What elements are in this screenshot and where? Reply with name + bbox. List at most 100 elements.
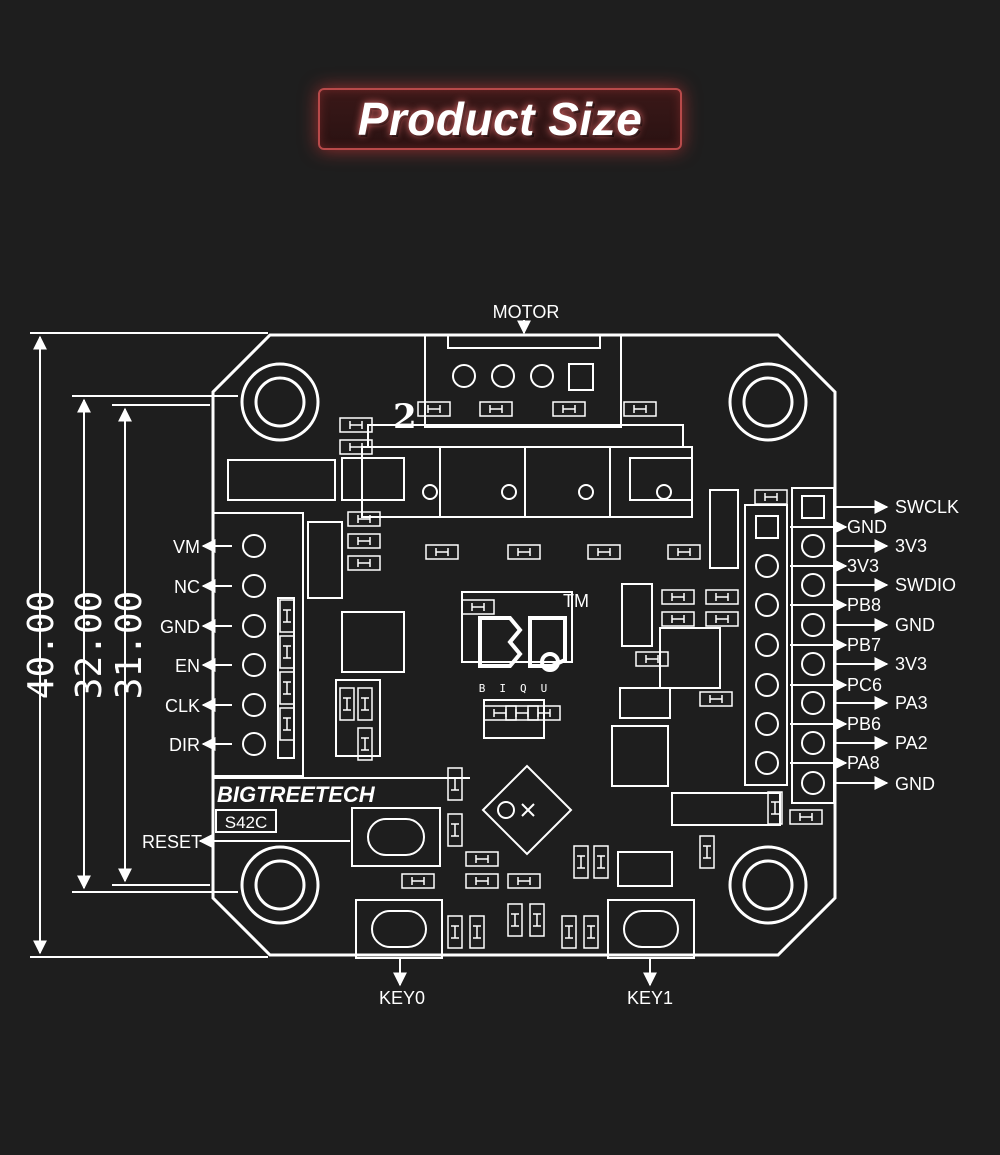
smd-footprint: [465, 851, 499, 867]
smd-footprint: [447, 813, 463, 847]
smd-mark: [283, 645, 291, 659]
mounting-holes: [240, 362, 808, 925]
smd-footprint: [461, 599, 495, 615]
pin-label-pa3: PA3: [895, 693, 928, 713]
smd-mark: [517, 877, 531, 885]
smd-mark: [471, 603, 485, 611]
smd-footprint: [447, 767, 463, 801]
pin-label-3v3-a: 3V3: [895, 536, 927, 556]
smd-footprint: [705, 611, 739, 627]
smd-footprint: [767, 791, 783, 825]
smd-footprint: [447, 915, 463, 949]
smd-footprint: [661, 589, 695, 605]
key0-label: KEY0: [379, 988, 425, 1008]
connector-number: 2: [393, 397, 417, 437]
pin-label-nc: NC: [174, 577, 200, 597]
pin-label-en: EN: [175, 656, 200, 676]
smd-mark: [357, 515, 371, 523]
dim-31: 31.00: [109, 591, 150, 699]
smd-mark: [349, 443, 363, 451]
smd-footprint: [279, 599, 295, 633]
smd-mark: [764, 493, 778, 501]
smd-footprint: [789, 809, 823, 825]
smd-footprint: [705, 589, 739, 605]
brand-text: BIGTREETECH: [217, 782, 376, 807]
pin-label-gnd-c: GND: [847, 517, 887, 537]
smd-footprint: [339, 687, 355, 721]
smd-footprint: [623, 401, 657, 417]
smd-mark: [475, 855, 489, 863]
smd-mark: [357, 559, 371, 567]
smd-mark: [562, 405, 576, 413]
smd-footprint: [527, 705, 561, 721]
smd-mark: [435, 548, 449, 556]
smd-mark: [357, 537, 371, 545]
smd-mark: [671, 615, 685, 623]
smd-mark: [671, 593, 685, 601]
right-arrows: [790, 500, 889, 790]
smd-mark: [473, 925, 481, 939]
smd-footprint: [279, 635, 295, 669]
smd-footprint: [469, 915, 485, 949]
motor-connector: [424, 320, 622, 428]
smd-footprint: [699, 835, 715, 869]
smd-mark: [709, 695, 723, 703]
pin-label-pb6: PB6: [847, 714, 881, 734]
dim-40: 40.00: [21, 591, 62, 699]
smd-footprint: [347, 555, 381, 571]
smd-mark: [283, 717, 291, 731]
smd-components: [279, 401, 823, 949]
smd-mark: [349, 421, 363, 429]
pin-label-pb7: PB7: [847, 635, 881, 655]
smd-footprint: [401, 873, 435, 889]
smd-mark: [283, 681, 291, 695]
smd-mark: [565, 925, 573, 939]
smd-mark: [645, 655, 659, 663]
tm-mark: TM: [563, 591, 589, 611]
left-terminal-block: [201, 512, 343, 777]
smd-mark: [489, 405, 503, 413]
smd-footprint: [661, 611, 695, 627]
smd-footprint: [339, 439, 373, 455]
smd-mark: [799, 813, 813, 821]
logo-sub: BIQU: [479, 682, 562, 695]
pin-label-swclk: SWCLK: [895, 497, 959, 517]
smd-footprint: [425, 544, 459, 560]
left-pin-labels: VM NC GND EN CLK DIR: [160, 537, 200, 755]
smd-footprint: [507, 544, 541, 560]
smd-footprint: [561, 915, 577, 949]
key1-button: [607, 899, 695, 987]
pin-label-pa8: PA8: [847, 753, 880, 773]
smd-mark: [597, 548, 611, 556]
pin-label-gnd: GND: [160, 617, 200, 637]
smd-mark: [597, 855, 605, 869]
smd-mark: [493, 709, 507, 717]
smd-mark: [515, 709, 529, 717]
reset-button: [198, 807, 441, 867]
smd-mark: [771, 801, 779, 815]
page-title: Product Size: [357, 93, 643, 145]
smd-footprint: [507, 903, 523, 937]
smd-footprint: [279, 671, 295, 705]
title-banner: Product Size: [318, 88, 682, 150]
smd-footprint: [279, 707, 295, 741]
smd-footprint: [417, 401, 451, 417]
smd-footprint: [667, 544, 701, 560]
smd-mark: [715, 593, 729, 601]
pin-label-3v3-b: 3V3: [895, 654, 927, 674]
smd-mark: [427, 405, 441, 413]
model-text: S42C: [225, 813, 268, 832]
smd-footprint: [529, 903, 545, 937]
smd-footprint: [479, 401, 513, 417]
smd-mark: [511, 913, 519, 927]
smd-mark: [361, 737, 369, 751]
smd-mark: [517, 548, 531, 556]
smd-mark: [361, 697, 369, 711]
pin-label-pc6: PC6: [847, 675, 882, 695]
smd-mark: [411, 877, 425, 885]
smd-footprint: [357, 687, 373, 721]
pin-label-swdio: SWDIO: [895, 575, 956, 595]
smd-footprint: [552, 401, 586, 417]
smd-footprint: [347, 511, 381, 527]
